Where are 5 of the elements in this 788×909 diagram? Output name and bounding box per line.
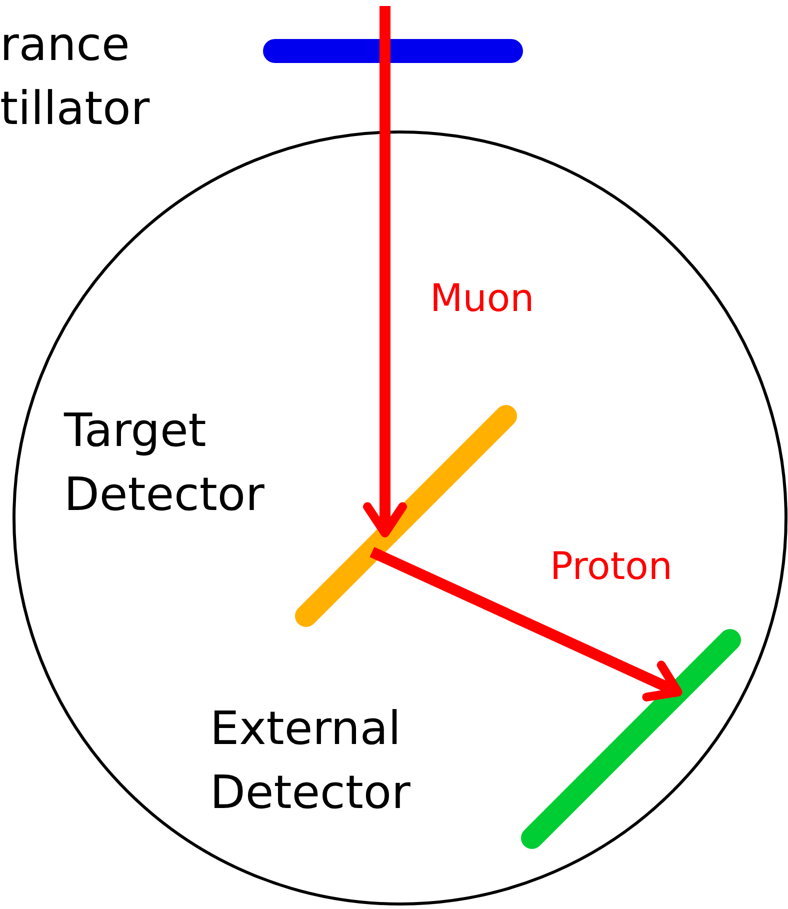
label-text: Target Detector [64, 402, 266, 523]
label-text: External Detector [210, 700, 412, 821]
arrow [370, 547, 682, 702]
label-text: rance tillator [0, 16, 151, 137]
arrow [363, 6, 407, 538]
